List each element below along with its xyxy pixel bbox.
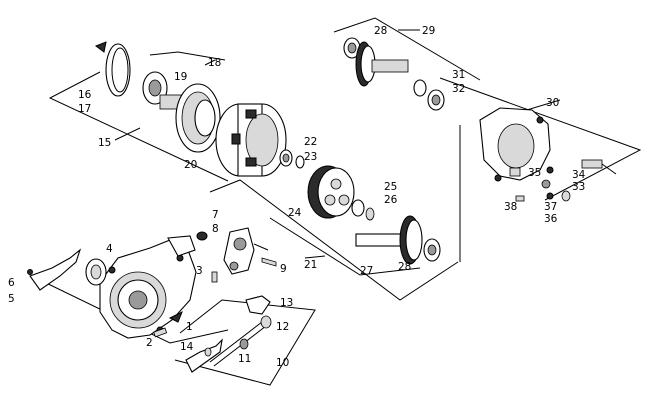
direction-arrow-icon	[168, 310, 183, 323]
callout-22: 22	[304, 136, 317, 148]
direction-arrow-icon	[94, 41, 107, 53]
callout-36: 36	[544, 213, 558, 225]
callout-28-lower: 28	[398, 261, 411, 273]
callout-29: 29	[422, 25, 435, 37]
callout-17: 17	[78, 103, 91, 115]
callout-25: 25	[384, 181, 397, 193]
shift-arm-part	[27, 248, 82, 291]
shift-fork-assembly	[185, 295, 272, 373]
callout-9: 9	[280, 263, 287, 275]
callout-8: 8	[212, 223, 219, 235]
callout-12: 12	[276, 321, 289, 333]
callout-19: 19	[174, 71, 187, 83]
callout-1: 1	[186, 321, 193, 333]
callout-4: 4	[106, 243, 113, 255]
callout-37: 37	[544, 201, 557, 213]
callout-24: 24	[288, 207, 302, 219]
callout-20: 20	[184, 159, 197, 171]
callout-23: 23	[304, 151, 317, 163]
callout-16: 16	[78, 89, 92, 101]
dowel-pin-part	[153, 327, 168, 338]
callout-18: 18	[208, 57, 221, 69]
callout-7: 7	[212, 209, 219, 221]
washer-part	[351, 199, 375, 221]
callout-34: 34	[572, 169, 586, 181]
callout-35: 35	[528, 167, 541, 179]
callout-27: 27	[360, 265, 373, 277]
callout-3: 3	[196, 265, 203, 277]
callout-30: 30	[546, 97, 559, 109]
callout-2: 2	[146, 337, 153, 349]
retaining-ring-part	[94, 41, 131, 97]
callout-32: 32	[452, 83, 465, 95]
upper-shaft-part	[343, 37, 445, 111]
callout-33: 33	[572, 181, 585, 193]
clutch-cage-part	[215, 103, 287, 177]
callout-13: 13	[280, 297, 293, 309]
callout-10: 10	[276, 357, 289, 369]
pin-part	[211, 271, 218, 283]
callout-11: 11	[238, 353, 251, 365]
carrier-gear-part	[307, 165, 355, 219]
callout-5: 5	[8, 293, 15, 305]
callout-21: 21	[304, 259, 317, 271]
callout-28-upper: 28	[374, 25, 387, 37]
callout-labels: 1 2 3 4 5 6 7 8 9 10 11 12 13 14 15 16 1…	[8, 25, 586, 369]
clutch-drum-part	[159, 83, 221, 153]
seal-part	[85, 258, 107, 286]
sensor-part	[515, 159, 617, 202]
housing-part	[99, 235, 197, 339]
callout-15: 15	[98, 137, 111, 149]
callout-26: 26	[384, 194, 398, 206]
callout-31: 31	[452, 69, 465, 81]
callout-38: 38	[504, 201, 517, 213]
washer-part	[279, 149, 305, 169]
gear-shaft-part	[355, 215, 441, 265]
cover-part	[479, 107, 551, 182]
shift-block-part	[196, 227, 277, 275]
callout-6: 6	[8, 277, 15, 289]
callout-14: 14	[180, 341, 194, 353]
